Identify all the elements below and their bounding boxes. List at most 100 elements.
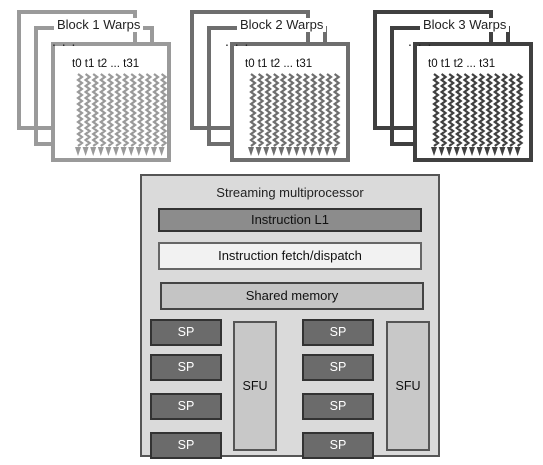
thread-wave	[447, 73, 456, 147]
thread-arrowhead	[476, 147, 483, 156]
thread-wave	[515, 73, 524, 147]
thread-wave	[91, 73, 100, 147]
thread-wave	[271, 73, 280, 147]
thread-arrowhead	[113, 147, 119, 156]
thread-wave	[287, 73, 295, 147]
thread-arrowhead	[158, 147, 165, 156]
thread-arrowhead	[453, 147, 460, 156]
thread-arrowhead	[278, 147, 285, 156]
thread-labels: t0 t1 t2 ... t31	[428, 58, 496, 70]
thread-arrowhead	[255, 147, 262, 156]
thread-wave	[332, 73, 341, 147]
thread-waves	[75, 73, 168, 156]
thread-arrowhead	[263, 147, 270, 156]
thread-arrowhead	[82, 147, 89, 156]
thread-wave	[309, 73, 318, 147]
thread-arrowhead	[331, 147, 338, 156]
thread-wave	[83, 73, 92, 147]
thread-arrowhead	[105, 147, 112, 156]
thread-arrowhead	[128, 147, 135, 156]
thread-wave	[106, 73, 115, 147]
shared-memory: Shared memory	[160, 282, 424, 310]
thread-arrowhead	[270, 147, 277, 156]
sm-title: Streaming multiprocessor	[216, 185, 364, 200]
thread-wave	[477, 73, 486, 147]
thread-arrowhead	[90, 147, 97, 156]
thread-wave	[432, 73, 440, 147]
thread-wave	[462, 73, 471, 147]
thread-arrowhead	[308, 147, 315, 156]
block-label: Block 2 Warps	[237, 18, 327, 32]
thread-wave	[325, 73, 333, 147]
thread-arrowhead	[431, 147, 437, 156]
thread-arrowhead	[461, 147, 468, 156]
thread-wave	[294, 73, 303, 147]
thread-arrowhead	[143, 147, 150, 156]
thread-wave	[264, 73, 273, 147]
thread-wave	[129, 73, 138, 147]
thread-waves	[431, 73, 524, 156]
thread-wave	[317, 73, 326, 147]
thread-labels: t0 t1 t2 ... t31	[72, 58, 140, 70]
thread-arrowhead	[286, 147, 292, 156]
block-label: Block 1 Warps	[54, 18, 144, 32]
thread-arrowhead	[97, 147, 104, 156]
sp-unit: SP	[302, 432, 374, 459]
block-label: Block 3 Warps	[420, 18, 510, 32]
thread-wave	[136, 73, 145, 147]
thread-arrowhead	[248, 147, 254, 156]
thread-wave	[256, 73, 265, 147]
thread-wave	[152, 73, 160, 147]
thread-wave	[454, 73, 463, 147]
thread-wave	[500, 73, 509, 147]
thread-wave	[144, 73, 153, 147]
thread-arrowhead	[301, 147, 308, 156]
thread-arrowhead	[316, 147, 323, 156]
sp-unit: SP	[150, 354, 222, 381]
thread-labels: t0 t1 t2 ... t31	[245, 58, 313, 70]
warp-block-1: Block 1 Warps . . . t0 t1 t2 ... t31	[0, 0, 180, 165]
warp-block-3: Block 3 Warps . . . t0 t1 t2 ... t31	[356, 0, 536, 165]
sfu-unit: SFU	[233, 321, 277, 451]
thread-wave	[302, 73, 311, 147]
thread-wave	[159, 73, 168, 147]
thread-arrowhead	[135, 147, 142, 156]
sfu-unit: SFU	[386, 321, 430, 451]
thread-arrowhead	[514, 147, 521, 156]
thread-arrowhead	[484, 147, 491, 156]
thread-wave	[114, 73, 122, 147]
sp-unit: SP	[150, 432, 222, 459]
thread-arrowhead	[75, 147, 81, 156]
thread-arrowhead	[151, 147, 157, 156]
thread-wave	[485, 73, 494, 147]
thread-arrowhead	[446, 147, 453, 156]
thread-arrowhead	[324, 147, 330, 156]
sp-unit: SP	[150, 319, 222, 346]
thread-arrowhead	[507, 147, 513, 156]
sp-unit: SP	[302, 319, 374, 346]
thread-arrowhead	[469, 147, 475, 156]
thread-wave	[492, 73, 501, 147]
ellipsis-dots: . . .	[408, 33, 433, 49]
thread-wave	[508, 73, 516, 147]
thread-arrowhead	[293, 147, 300, 156]
instruction-fetch-dispatch: Instruction fetch/dispatch	[158, 242, 422, 270]
thread-arrowhead	[438, 147, 445, 156]
ellipsis-dots: . . .	[52, 33, 77, 49]
thread-arrowhead	[499, 147, 506, 156]
thread-wave	[470, 73, 478, 147]
thread-arrowhead	[120, 147, 127, 156]
thread-wave	[98, 73, 107, 147]
ellipsis-dots: . . .	[225, 33, 250, 49]
sp-unit: SP	[302, 354, 374, 381]
thread-arrowhead	[491, 147, 498, 156]
streaming-multiprocessor: Streaming multiprocessor Instruction L1 …	[140, 174, 440, 459]
thread-wave	[76, 73, 84, 147]
sp-unit: SP	[302, 393, 374, 420]
thread-waves	[248, 73, 341, 156]
sp-unit: SP	[150, 393, 222, 420]
thread-wave	[439, 73, 448, 147]
thread-wave	[249, 73, 257, 147]
warp-block-2: Block 2 Warps . . . t0 t1 t2 ... t31	[173, 0, 353, 165]
